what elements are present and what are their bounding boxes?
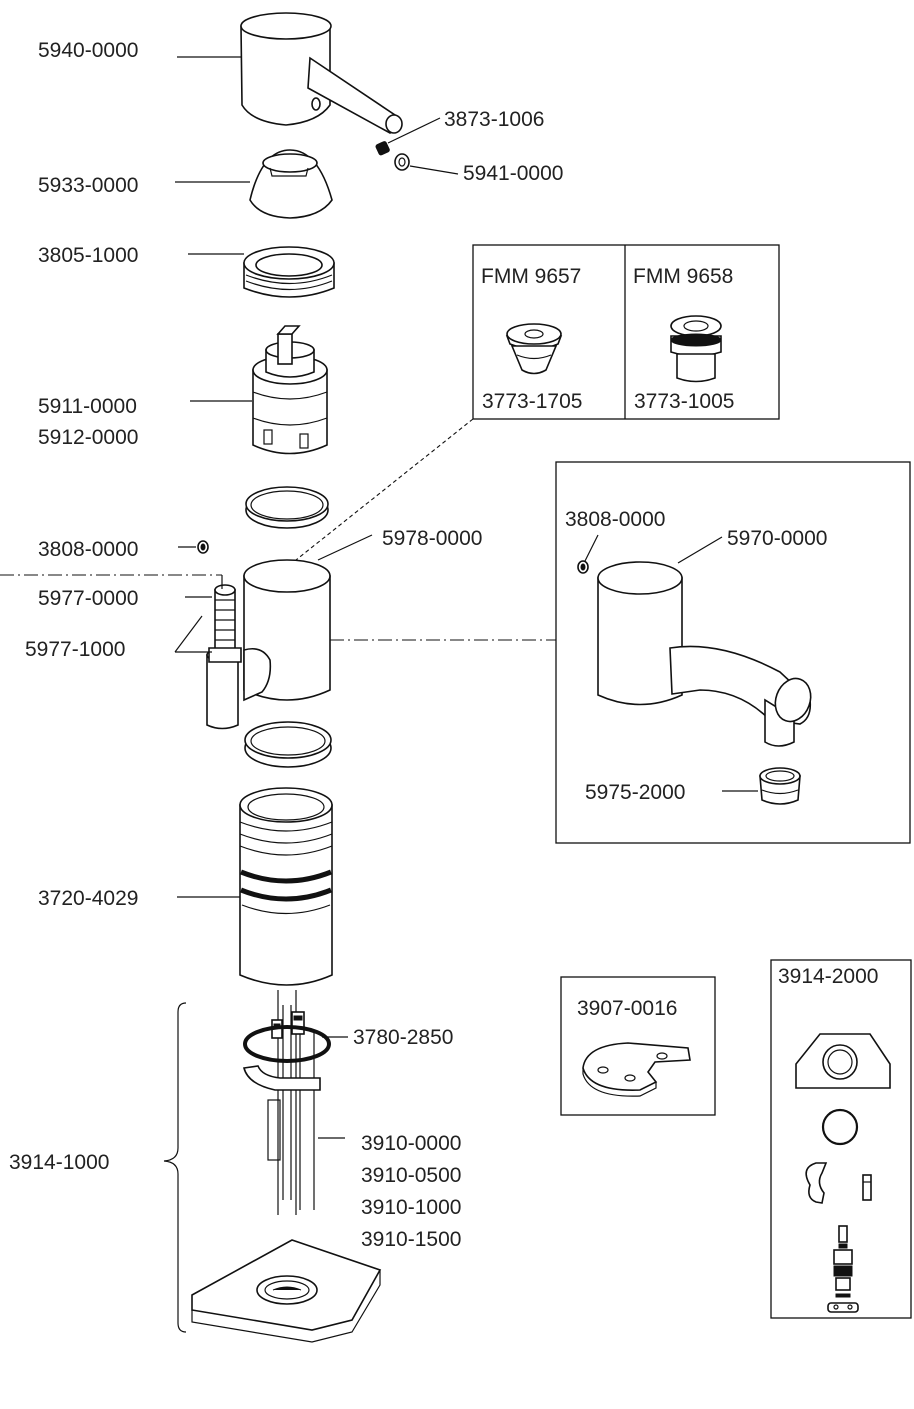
kit-fitting-part — [827, 1225, 859, 1313]
aerator-part — [759, 767, 801, 805]
label-handle: 5940-0000 — [38, 39, 138, 62]
alt-body-label: 5970-0000 — [727, 527, 827, 550]
label-mount-kit: 3914-1000 — [9, 1151, 109, 1174]
cover-part — [249, 149, 333, 219]
label-hose-b: 3910-0500 — [361, 1164, 461, 1187]
kit-inset-label: 3914-2000 — [778, 965, 878, 988]
kit-plate-part — [795, 1033, 891, 1089]
label-hose-d: 3910-1500 — [361, 1228, 461, 1251]
spout-body-part — [206, 559, 331, 730]
cartridge-part — [252, 325, 328, 455]
hoses-part — [267, 990, 315, 1215]
label-spout-body: 5978-0000 — [382, 527, 482, 550]
kit-clip-part — [805, 1162, 828, 1204]
label-valve-a: 5977-0000 — [38, 587, 138, 610]
label-o-ring: 3780-2850 — [353, 1026, 453, 1049]
label-valve-b: 5977-1000 — [25, 638, 125, 661]
gasket-ring-part — [245, 486, 329, 529]
set-screw-part — [375, 117, 441, 156]
label-cartridge-a: 5911-0000 — [38, 395, 137, 418]
label-shank: 3720-4029 — [38, 887, 138, 910]
alt-body-part — [597, 561, 812, 747]
label-hose-a: 3910-0000 — [361, 1132, 461, 1155]
fmm-left-part — [505, 323, 563, 375]
fmm-right-part-number: 3773-1005 — [634, 390, 734, 413]
fmm-right-part — [670, 315, 722, 383]
horseshoe-part — [243, 1065, 321, 1091]
label-set-screw: 3873-1006 — [444, 108, 544, 131]
horseshoe-plate-part — [582, 1042, 691, 1097]
label-cartridge-b: 5912-0000 — [38, 426, 138, 449]
aerator-label: 5975-2000 — [585, 781, 685, 804]
label-screw: 3808-0000 — [38, 538, 138, 561]
kit-inset: 3914-2000 — [770, 959, 912, 1319]
label-nut: 3805-1000 — [38, 244, 138, 267]
o-ring-part — [243, 1025, 331, 1063]
alt-body-inset: 3808-0000 5970-0000 5975-2000 — [555, 461, 911, 844]
label-hose-c: 3910-1000 — [361, 1196, 461, 1219]
plate-inset: 3907-0016 — [560, 976, 716, 1116]
screw-part — [178, 540, 209, 554]
handle-part — [240, 12, 403, 134]
kit-stud-part — [862, 1174, 872, 1201]
base-plate-part — [191, 1239, 382, 1343]
fmm-right-title: FMM 9658 — [633, 265, 733, 288]
alt-body-screw — [577, 534, 599, 574]
alt-body-screw-label: 3808-0000 — [565, 508, 665, 531]
fmm-left-part-number: 3773-1705 — [482, 390, 582, 413]
lower-gasket-part — [244, 721, 332, 768]
fmm-inset: FMM 9657 FMM 9658 3773-1705 3773-1005 — [472, 244, 780, 420]
plate-inset-label: 3907-0016 — [577, 997, 677, 1020]
fmm-left-title: FMM 9657 — [481, 265, 581, 288]
label-cover: 5933-0000 — [38, 174, 138, 197]
cap-part — [394, 153, 459, 175]
kit-o-ring-part — [821, 1108, 859, 1146]
label-cap: 5941-0000 — [463, 162, 563, 185]
valve-part — [208, 584, 242, 663]
shank-part — [239, 787, 333, 986]
nut-part — [243, 246, 335, 298]
